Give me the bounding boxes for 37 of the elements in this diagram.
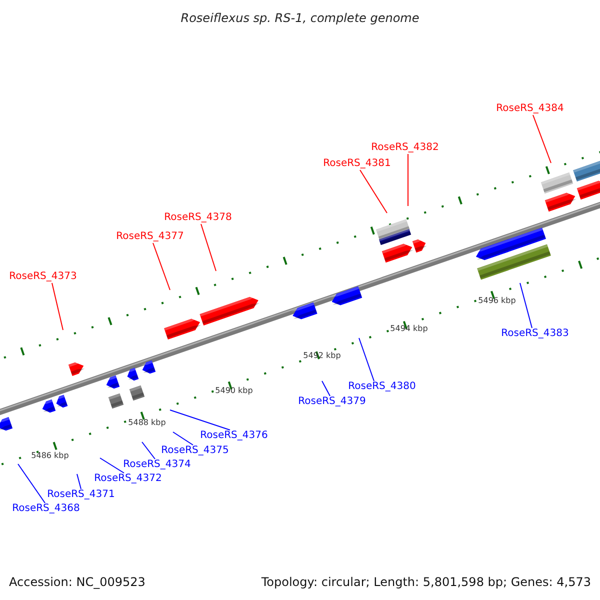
- leader-line: [100, 458, 124, 474]
- leader-line: [172, 432, 194, 446]
- leader-line: [200, 224, 216, 272]
- leader-line: [532, 114, 552, 164]
- gene-label: RoseRS_4377: [116, 231, 184, 243]
- gene-label: RoseRS_4368: [12, 503, 80, 515]
- leader-line: [52, 282, 64, 330]
- leader-line: [18, 464, 46, 504]
- leader-line: [170, 410, 230, 430]
- leader-line: [142, 442, 156, 460]
- gene-label: RoseRS_4373: [9, 271, 77, 283]
- leader-line: [360, 170, 388, 214]
- gene-label: RoseRS_4375: [161, 445, 229, 457]
- position-label: 5496 kbp: [478, 295, 516, 307]
- leader-line: [152, 242, 170, 290]
- leader-line: [520, 282, 532, 328]
- accession-text: Accession: NC_009523: [9, 574, 146, 591]
- gene-label: RoseRS_4379: [298, 396, 366, 408]
- title: Roseiflexus sp. RS-1, complete genome: [180, 10, 420, 27]
- gene-label: RoseRS_4372: [94, 473, 162, 485]
- position-label: 5490 kbp: [215, 385, 253, 397]
- position-label: 5488 kbp: [128, 417, 166, 429]
- position-label: 5486 kbp: [31, 450, 69, 462]
- gene-label: RoseRS_4378: [164, 212, 232, 224]
- gene-label: RoseRS_4384: [496, 103, 564, 115]
- leader-line: [322, 380, 330, 396]
- position-label: 5494 kbp: [390, 323, 428, 335]
- gene-label: RoseRS_4382: [371, 142, 439, 154]
- gene-label: RoseRS_4371: [47, 489, 115, 501]
- gene-label: RoseRS_4380: [348, 381, 416, 393]
- gene-label: RoseRS_4374: [123, 459, 191, 471]
- leader-line: [358, 338, 374, 382]
- gene-label: RoseRS_4381: [323, 158, 391, 170]
- gene-label: RoseRS_4376: [200, 430, 268, 442]
- leader-line: [76, 474, 82, 490]
- gene-label: RoseRS_4383: [501, 328, 569, 340]
- genome-info-text: Topology: circular; Length: 5,801,598 bp; Genes: 4,573: [261, 574, 591, 591]
